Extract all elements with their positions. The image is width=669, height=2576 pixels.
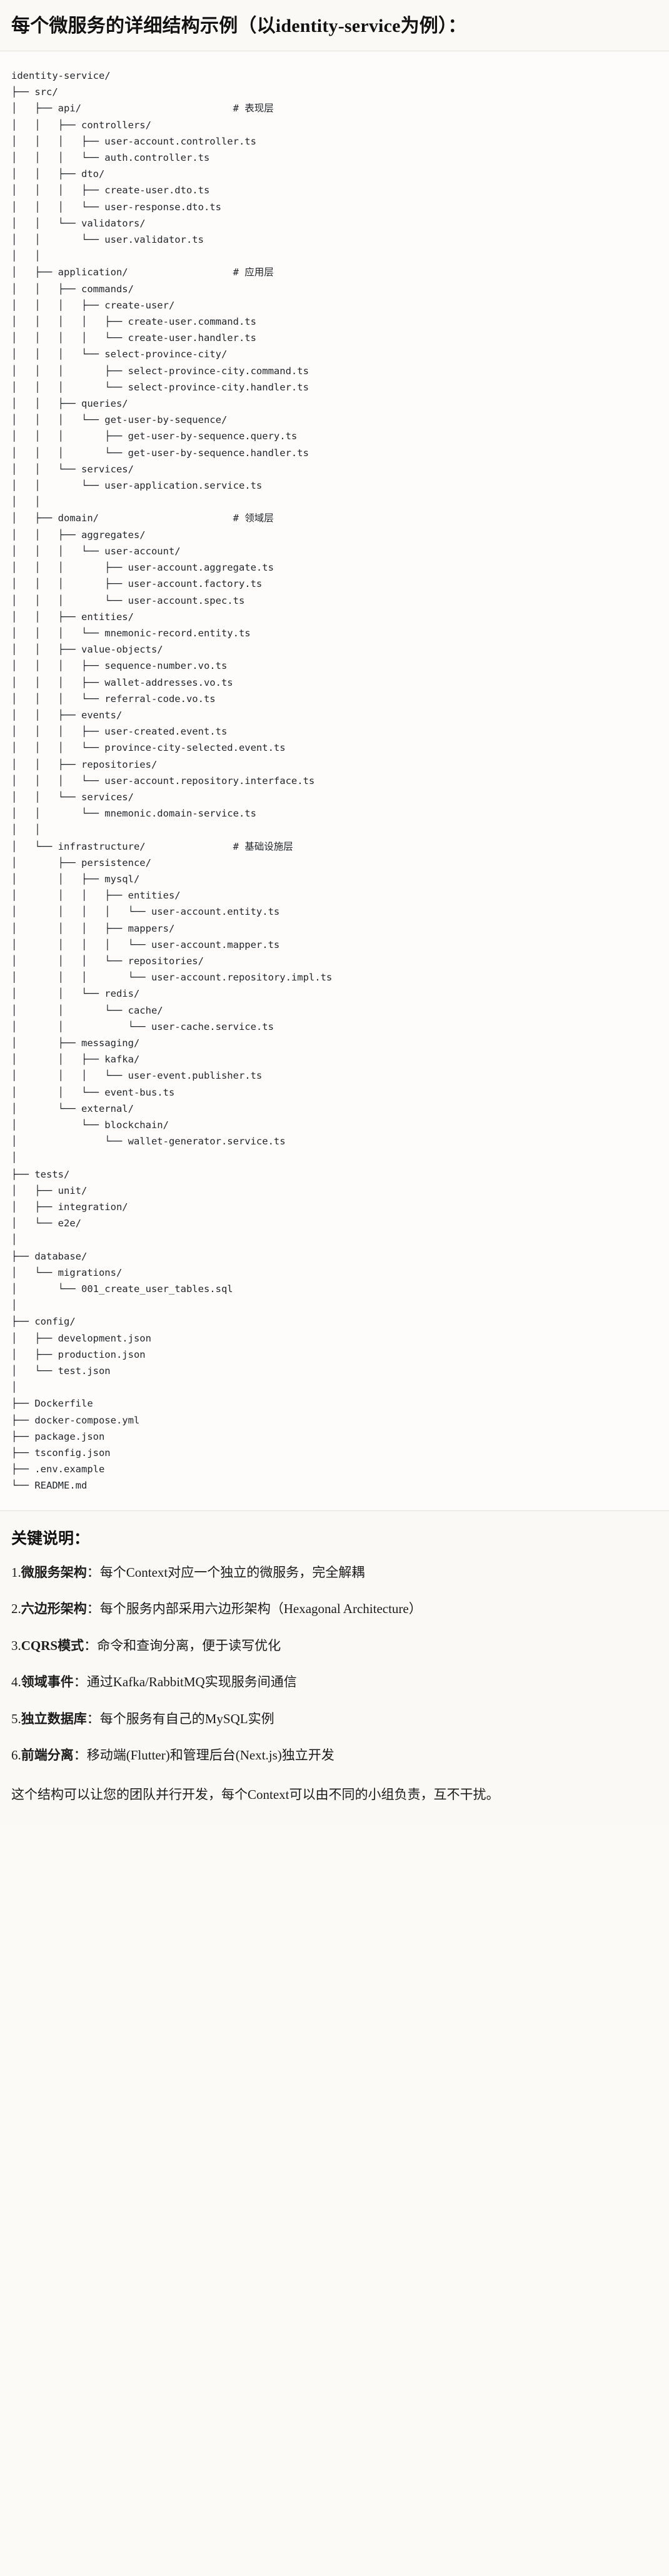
key-note-item: 3.CQRS模式：命令和查询分离，便于读写优化 bbox=[11, 1636, 658, 1656]
directory-tree-block: identity-service/ ├── src/ │ ├── api/ # … bbox=[0, 51, 669, 1511]
key-note-description: 命令和查询分离，便于读写优化 bbox=[97, 1637, 281, 1653]
key-note-number: 1. bbox=[11, 1564, 21, 1580]
key-note-number: 3. bbox=[11, 1637, 21, 1653]
key-note-term: 独立数据库 bbox=[21, 1711, 87, 1726]
key-note-description: 每个服务内部采用六边形架构（Hexagonal Architecture） bbox=[99, 1601, 422, 1617]
key-note-description: 移动端(Flutter)和管理后台(Next.js)独立开发 bbox=[86, 1748, 334, 1763]
document-header: 每个微服务的详细结构示例（以identity-service为例）： bbox=[0, 0, 669, 51]
key-note-description: 每个服务有自己的MySQL实例 bbox=[99, 1711, 274, 1726]
key-note-item: 4.领域事件：通过Kafka/RabbitMQ实现服务间通信 bbox=[11, 1672, 658, 1693]
document-page: 每个微服务的详细结构示例（以identity-service为例）： ident… bbox=[0, 0, 669, 1824]
key-note-number: 6. bbox=[11, 1748, 21, 1763]
key-note-item: 1.微服务架构：每个Context对应一个独立的微服务，完全解耦 bbox=[11, 1562, 658, 1583]
key-note-separator: ： bbox=[84, 1637, 98, 1653]
key-note-term: CQRS模式 bbox=[21, 1637, 84, 1653]
key-note-term: 微服务架构 bbox=[21, 1564, 87, 1580]
key-note-separator: ： bbox=[86, 1601, 100, 1617]
key-note-term: 前端分离 bbox=[21, 1748, 74, 1763]
directory-tree: identity-service/ ├── src/ │ ├── api/ # … bbox=[11, 70, 333, 1492]
key-note-separator: ： bbox=[86, 1711, 100, 1726]
key-note-term: 六边形架构 bbox=[21, 1601, 87, 1617]
closing-paragraph: 这个结构可以让您的团队并行开发，每个Context可以由不同的小组负责，互不干扰… bbox=[11, 1786, 500, 1802]
key-note-separator: ： bbox=[86, 1564, 100, 1580]
key-note-number: 5. bbox=[11, 1711, 21, 1726]
key-note-separator: ： bbox=[73, 1674, 87, 1690]
key-note-item: 2.六边形架构：每个服务内部采用六边形架构（Hexagonal Architec… bbox=[11, 1599, 658, 1619]
key-note-number: 2. bbox=[11, 1601, 21, 1617]
key-note-term: 领域事件 bbox=[21, 1674, 74, 1690]
key-note-item: 6.前端分离：移动端(Flutter)和管理后台(Next.js)独立开发 bbox=[11, 1745, 658, 1766]
key-note-description: 每个Context对应一个独立的微服务，完全解耦 bbox=[99, 1564, 365, 1580]
key-note-description: 通过Kafka/RabbitMQ实现服务间通信 bbox=[86, 1674, 297, 1690]
page-title: 每个微服务的详细结构示例（以identity-service为例）： bbox=[11, 16, 467, 36]
key-notes-title: 关键说明： bbox=[11, 1530, 90, 1547]
key-note-item: 5.独立数据库：每个服务有自己的MySQL实例 bbox=[11, 1709, 658, 1729]
key-note-separator: ： bbox=[73, 1748, 87, 1763]
key-note-number: 4. bbox=[11, 1674, 21, 1690]
